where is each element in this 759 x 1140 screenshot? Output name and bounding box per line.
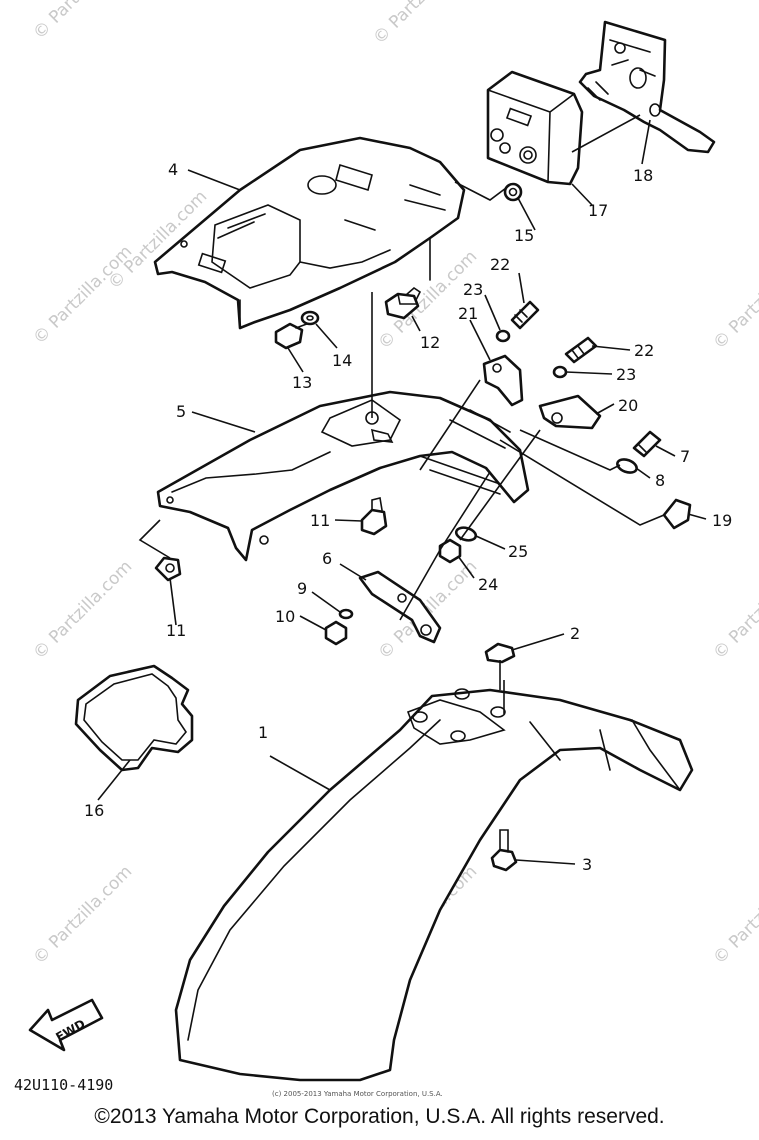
watermark: © Partzilla.com	[709, 247, 759, 354]
callout-6: 6	[322, 549, 332, 568]
callout-18: 18	[633, 166, 653, 185]
callout-23-right: 23	[616, 365, 636, 384]
callout-13: 13	[292, 373, 312, 392]
callout-2: 2	[570, 624, 580, 643]
watermark: © Partzilla.com	[709, 557, 759, 664]
callout-8: 8	[655, 471, 665, 490]
callout-22-upper: 22	[490, 255, 510, 274]
fwd-arrow-icon: FWD	[28, 998, 104, 1052]
part-23-washer-right	[552, 365, 568, 379]
callout-11-center: 11	[310, 511, 330, 530]
watermark: © Partzilla.com	[709, 862, 759, 969]
part-18-plate-bracket	[578, 20, 716, 154]
part-10-nut	[324, 620, 348, 646]
part-23-washer-upper	[495, 329, 511, 343]
part-22-bolt-right	[564, 336, 598, 364]
callout-24: 24	[478, 575, 498, 594]
part-7-bolt	[632, 430, 662, 458]
callout-22-right: 22	[634, 341, 654, 360]
callout-1: 1	[258, 723, 268, 742]
part-4-rear-cover	[153, 136, 466, 330]
part-24-nut	[438, 538, 462, 564]
exploded-parts-diagram: © Partzilla.com © Partzilla.com © Partzi…	[14, 0, 759, 1098]
part-22-bolt-upper	[510, 300, 540, 330]
part-12-bolt	[384, 286, 422, 320]
callout-21: 21	[458, 304, 478, 323]
callout-19: 19	[712, 511, 732, 530]
callout-5: 5	[176, 402, 186, 421]
callout-9: 9	[297, 579, 307, 598]
part-19-reflector	[662, 498, 692, 530]
part-17-tail-light	[486, 70, 584, 186]
part-2-grommet	[484, 642, 516, 664]
callout-12: 12	[420, 333, 440, 352]
callout-25: 25	[508, 542, 528, 561]
part-1-front-fender	[174, 688, 694, 1082]
callout-17: 17	[588, 201, 608, 220]
callout-10: 10	[275, 607, 295, 626]
part-20-bracket	[538, 394, 602, 430]
part-16-mud-flap	[74, 664, 194, 772]
watermark: © Partzilla.com	[29, 862, 136, 969]
callout-labels: 4 5 1 2 3 18 17 15 12 14 13 22 23 21 22 …	[84, 160, 732, 874]
watermark: © Partzilla.com	[369, 0, 476, 49]
callout-15: 15	[514, 226, 534, 245]
callout-14: 14	[332, 351, 352, 370]
part-3-bolt	[490, 829, 518, 872]
leader-lines	[97, 114, 707, 865]
part-21-bracket	[482, 354, 524, 407]
callout-16: 16	[84, 801, 104, 820]
part-14-washer	[300, 310, 320, 326]
part-8-collar	[616, 458, 638, 474]
copyright-footer: ©2013 Yamaha Motor Corporation, U.S.A. A…	[94, 1105, 665, 1128]
part-11-screw-center	[360, 497, 388, 536]
watermark: © Partzilla.com	[29, 0, 136, 44]
part-6-bracket	[358, 570, 442, 644]
part-15-nut	[503, 182, 523, 202]
watermark: © Partzilla.com	[29, 557, 136, 664]
drawing-number: 42U110-4190	[14, 1076, 113, 1094]
callout-3: 3	[582, 855, 592, 874]
part-9-washer	[338, 608, 354, 620]
part-13-bolt	[274, 321, 313, 350]
watermark: © Partzilla.com	[29, 242, 136, 349]
callout-23-upper: 23	[463, 280, 483, 299]
callout-4: 4	[168, 160, 178, 179]
part-11-screw-left	[154, 556, 182, 582]
callout-20: 20	[618, 396, 638, 415]
part-25-collar	[454, 526, 478, 542]
callout-7: 7	[680, 447, 690, 466]
callout-11-left: 11	[166, 621, 186, 640]
small-copyright: (c) 2005-2013 Yamaha Motor Corporation, …	[272, 1090, 443, 1098]
